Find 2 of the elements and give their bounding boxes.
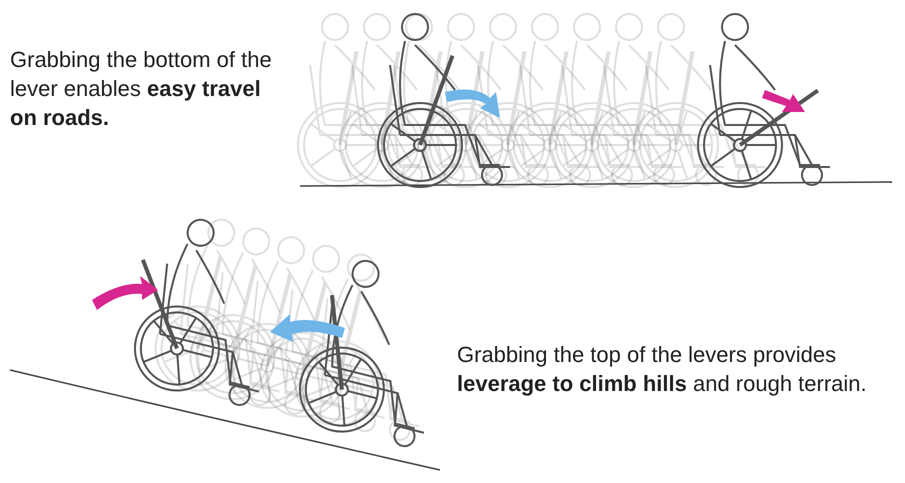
caption-text: Grabbing the bottom of the lever enables easy travel on roads. xyxy=(10,46,273,132)
caption-text: Grabbing the top of the levers provides leverage to climb hills and rough terrain. xyxy=(457,341,868,398)
